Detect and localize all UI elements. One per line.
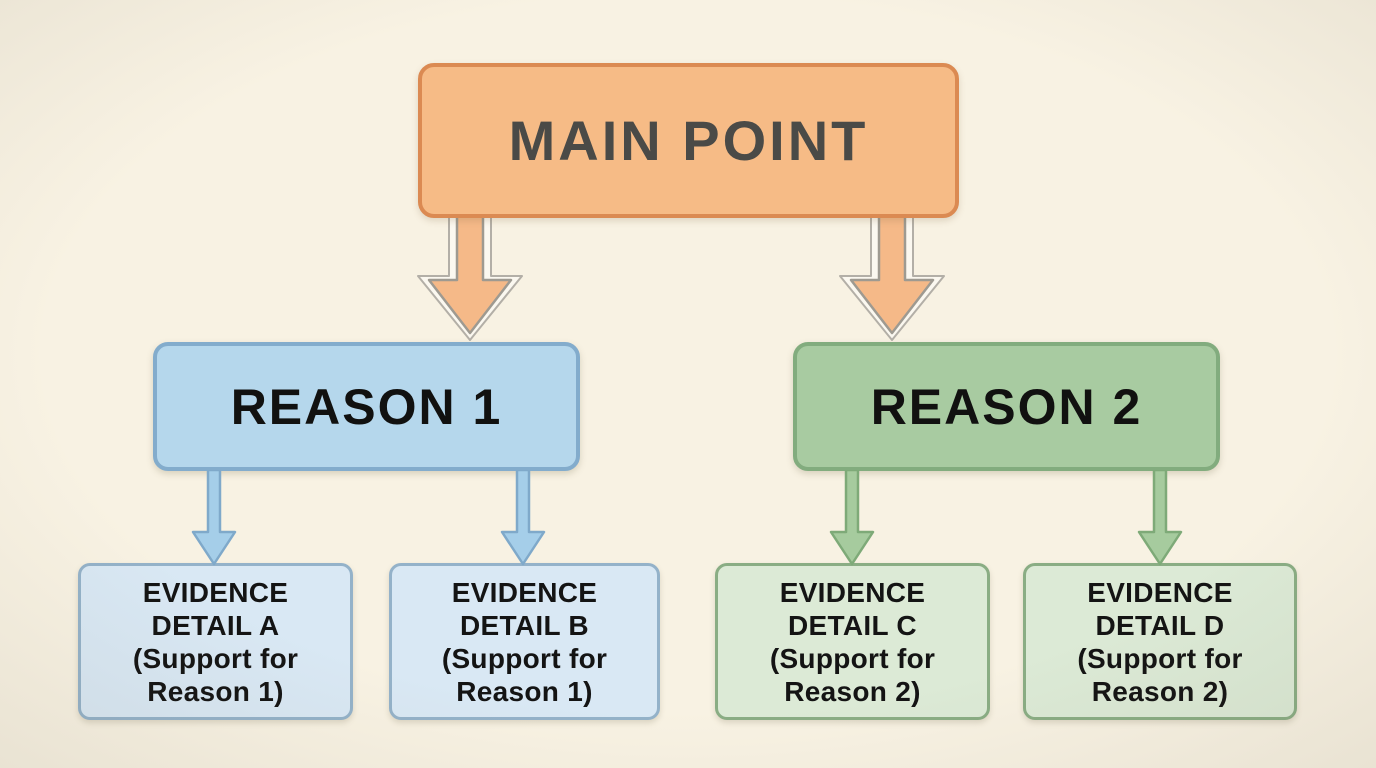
down-arrow-icon (417, 216, 523, 341)
down-arrow-icon (1137, 470, 1183, 566)
down-arrow-icon (500, 470, 546, 566)
reason-1-box: REASON 1 (153, 342, 580, 471)
evidence-a-support: (Support for Reason 1) (132, 642, 299, 707)
reason-2-box: REASON 2 (793, 342, 1220, 471)
evidence-b-title: EVIDENCE DETAIL B (451, 576, 598, 641)
evidence-d-box: EVIDENCE DETAIL D (Support for Reason 2) (1023, 563, 1297, 720)
evidence-d-support: (Support for Reason 2) (1077, 642, 1243, 707)
main-point-box: MAIN POINT (418, 63, 959, 218)
evidence-a-title: EVIDENCE DETAIL A (142, 576, 289, 641)
evidence-c-support: (Support for Reason 2) (769, 642, 936, 707)
evidence-d-title: EVIDENCE DETAIL D (1087, 576, 1233, 641)
reason-2-label: REASON 2 (870, 378, 1143, 435)
evidence-b-support: (Support for Reason 1) (441, 642, 608, 707)
evidence-c-title: EVIDENCE DETAIL C (779, 576, 926, 641)
reason-1-label: REASON 1 (230, 378, 503, 435)
down-arrow-icon (829, 470, 875, 566)
down-arrow-icon (191, 470, 237, 566)
main-point-label: MAIN POINT (508, 109, 869, 172)
evidence-c-box: EVIDENCE DETAIL C (Support for Reason 2) (715, 563, 990, 720)
evidence-a-box: EVIDENCE DETAIL A (Support for Reason 1) (78, 563, 353, 720)
evidence-b-box: EVIDENCE DETAIL B (Support for Reason 1) (389, 563, 660, 720)
down-arrow-icon (839, 216, 945, 341)
